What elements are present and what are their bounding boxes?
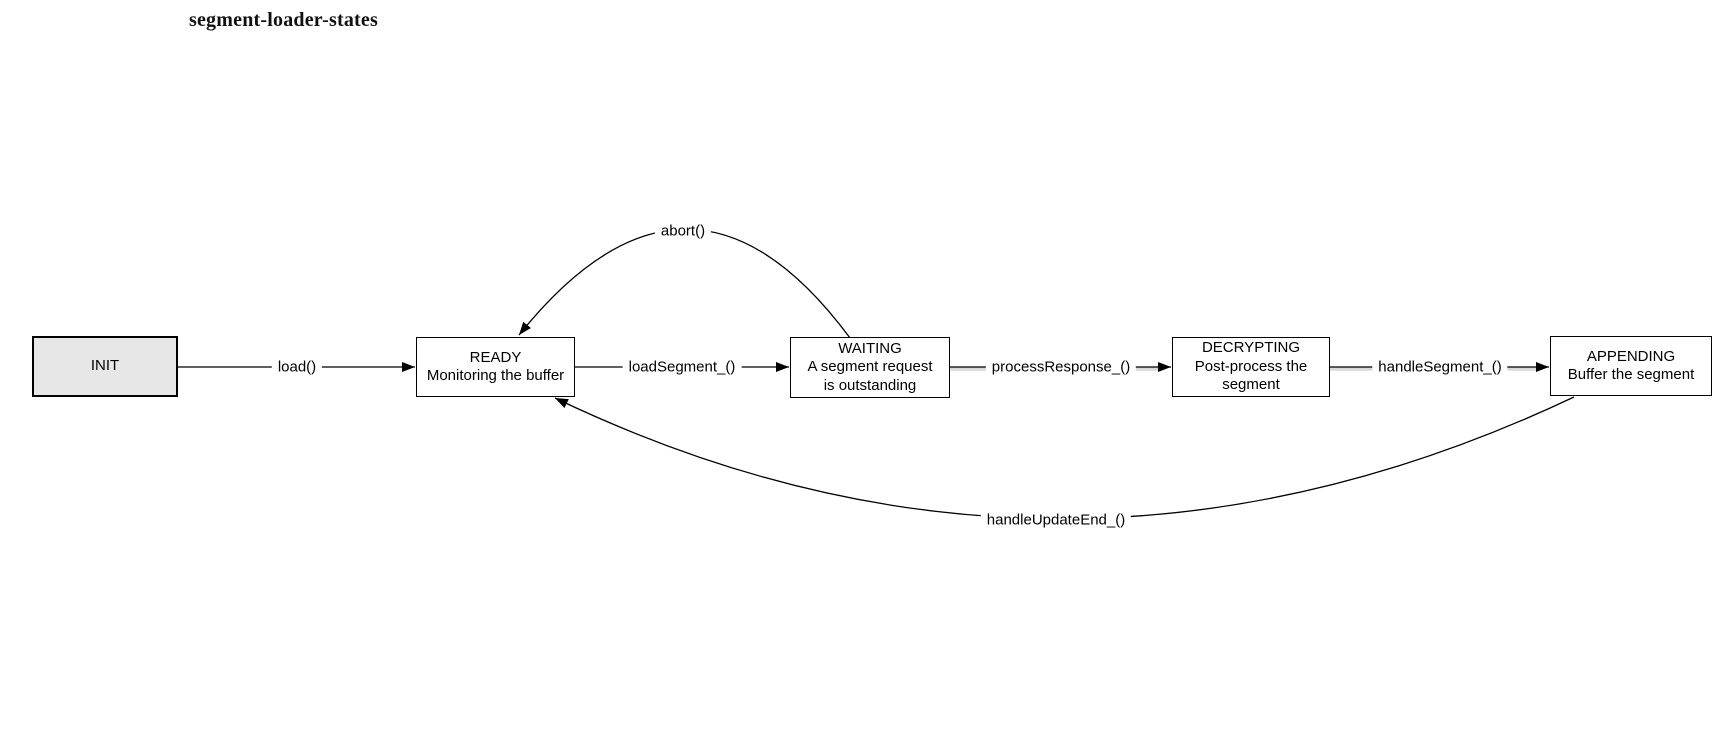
- transition-label-handle-update-end: handleUpdateEnd_(): [980, 511, 1132, 529]
- transition-label-abort: abort(): [654, 222, 712, 240]
- state-name: DECRYPTING: [1201, 339, 1301, 357]
- transition-label-process-response: processResponse_(): [985, 358, 1137, 376]
- state-name: INIT: [90, 357, 120, 375]
- state-description: A segment request is outstanding: [807, 358, 933, 394]
- transition-label-load: load(): [271, 358, 323, 376]
- edge-handle-update-end: [554, 396, 1575, 520]
- state-name: READY: [469, 348, 522, 366]
- state-name: APPENDING: [1586, 347, 1676, 365]
- state-node-ready: READY Monitoring the buffer: [416, 337, 575, 397]
- edge-abort: [518, 228, 851, 339]
- transition-label-load-segment: loadSegment_(): [622, 358, 742, 376]
- state-node-decrypting: DECRYPTING Post-process the segment: [1172, 337, 1330, 397]
- state-node-waiting: WAITING A segment request is outstanding: [790, 337, 950, 398]
- diagram-title: segment-loader-states: [189, 9, 378, 31]
- state-description: Buffer the segment: [1567, 366, 1695, 383]
- transition-label-handle-segment: handleSegment_(): [1372, 358, 1508, 376]
- state-description: Monitoring the buffer: [426, 367, 565, 384]
- state-node-init: INIT: [32, 336, 178, 397]
- state-description: Post-process the segment: [1194, 357, 1308, 394]
- state-node-appending: APPENDING Buffer the segment: [1550, 336, 1712, 396]
- state-name: WAITING: [838, 339, 902, 357]
